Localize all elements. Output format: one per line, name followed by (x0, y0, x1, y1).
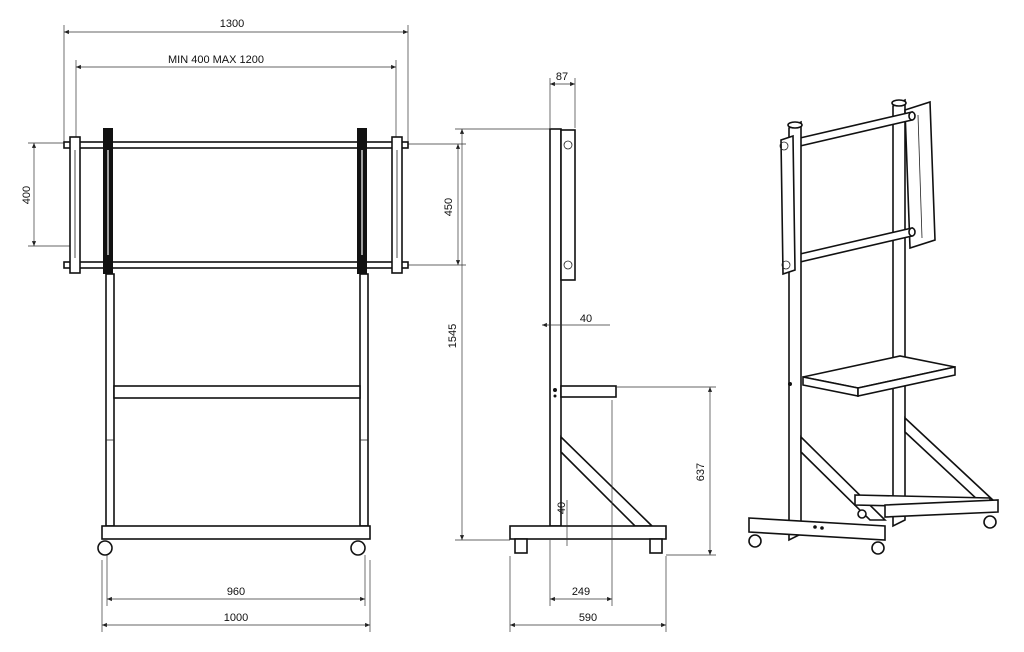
dim-label-40-base: 40 (556, 502, 568, 514)
dim-label-87: 87 (556, 71, 568, 83)
iso-brace-front (800, 435, 887, 521)
dim-label-400: 400 (21, 186, 33, 204)
caster-icon (871, 541, 885, 555)
dim-label-1300: 1300 (220, 18, 244, 30)
caster-icon (748, 534, 762, 548)
side-brace (560, 435, 654, 527)
dim-label-1000: 1000 (224, 612, 248, 624)
caster-icon (983, 515, 997, 529)
iso-base-front (748, 517, 886, 541)
bracket-slots (107, 150, 363, 255)
side-base (509, 525, 667, 540)
shelf-front (113, 385, 361, 399)
iso-mount-front (780, 134, 796, 276)
side-mount (560, 129, 576, 281)
front-view: 1300 MIN 400 MAX 1200 400 450 (21, 18, 466, 632)
dim-label-637: 637 (695, 463, 707, 481)
base-front (101, 525, 371, 540)
dim-label-40-post: 40 (580, 313, 592, 325)
dim-label-vesa: MIN 400 MAX 1200 (168, 54, 264, 66)
isometric-view (748, 98, 999, 555)
caster-icon (97, 540, 113, 556)
side-view: 87 1545 40 40 637 (447, 71, 716, 632)
dim-label-249: 249 (572, 586, 590, 598)
bottom-rail (63, 261, 409, 269)
post-right (359, 273, 369, 527)
caster-icon (514, 538, 528, 554)
iso-post-rear (892, 98, 906, 528)
iso-brace-rear (904, 416, 998, 503)
vesa-slots (74, 150, 398, 258)
dim-label-450: 450 (443, 198, 455, 216)
dim-label-1545: 1545 (447, 324, 459, 348)
caster-icon (350, 540, 366, 556)
caster-icon (857, 509, 867, 519)
iso-base-rear (884, 499, 999, 518)
side-shelf (560, 385, 617, 398)
dim-label-590: 590 (579, 612, 597, 624)
post-left (105, 273, 115, 527)
side-post (549, 128, 562, 527)
iso-shelf-side (857, 366, 956, 397)
top-rail (63, 141, 409, 149)
caster-icon (649, 538, 663, 554)
dim-label-960: 960 (227, 586, 245, 598)
